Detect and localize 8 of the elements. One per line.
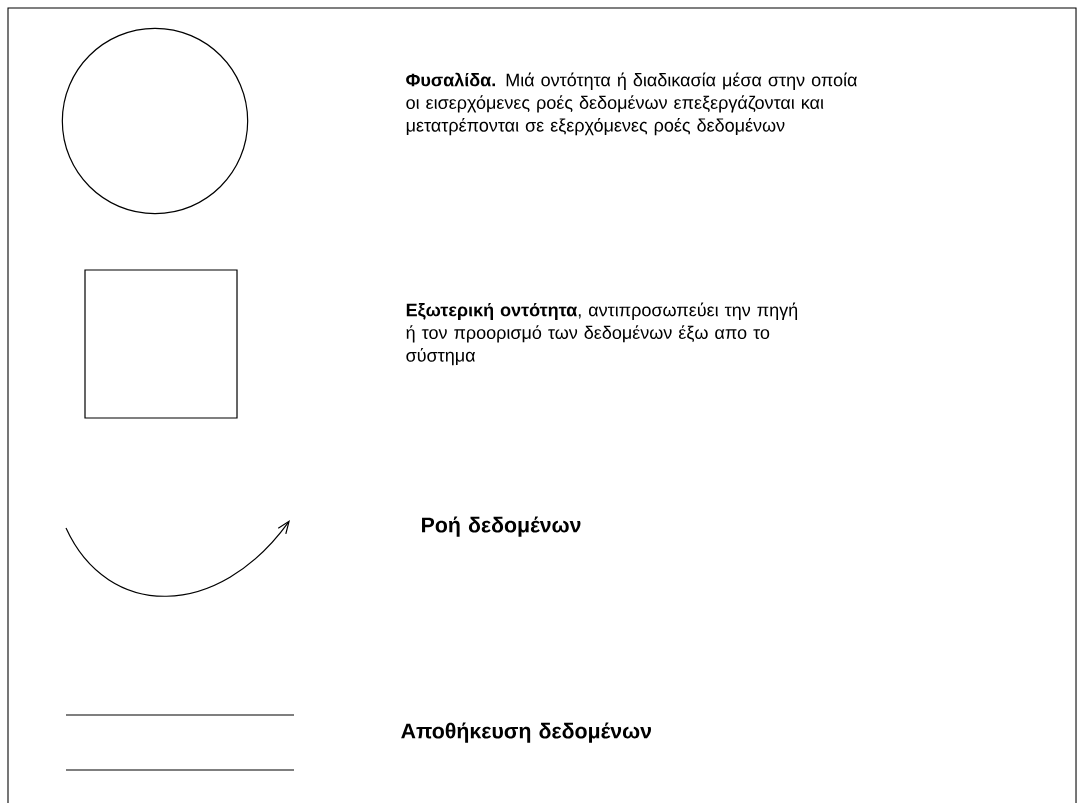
- flow-arrow: [65, 520, 290, 597]
- description-text: Ροή δεδομένων: [422, 516, 581, 537]
- store-lines: [65, 714, 295, 771]
- description-text: Αποθήκευση δεδομένων: [401, 722, 652, 743]
- description-text: Εξωτερική οντότητα, αντιπροσωπεύει την πηγή ή τον προορισμό των δεδομένων έξω απο το σύστημα: [406, 302, 797, 366]
- description-text: Φυσαλίδα. Μιά οντότητα ή διαδικασία μέσα στην οποία οι εισερχόμενες ροές δεδομένων επεξεργάζονται και μετατρέπονται σε εξερχόμενες ροές δεδομένων: [406, 72, 857, 136]
- process-circle: [61, 27, 249, 215]
- entity-box: [84, 269, 238, 419]
